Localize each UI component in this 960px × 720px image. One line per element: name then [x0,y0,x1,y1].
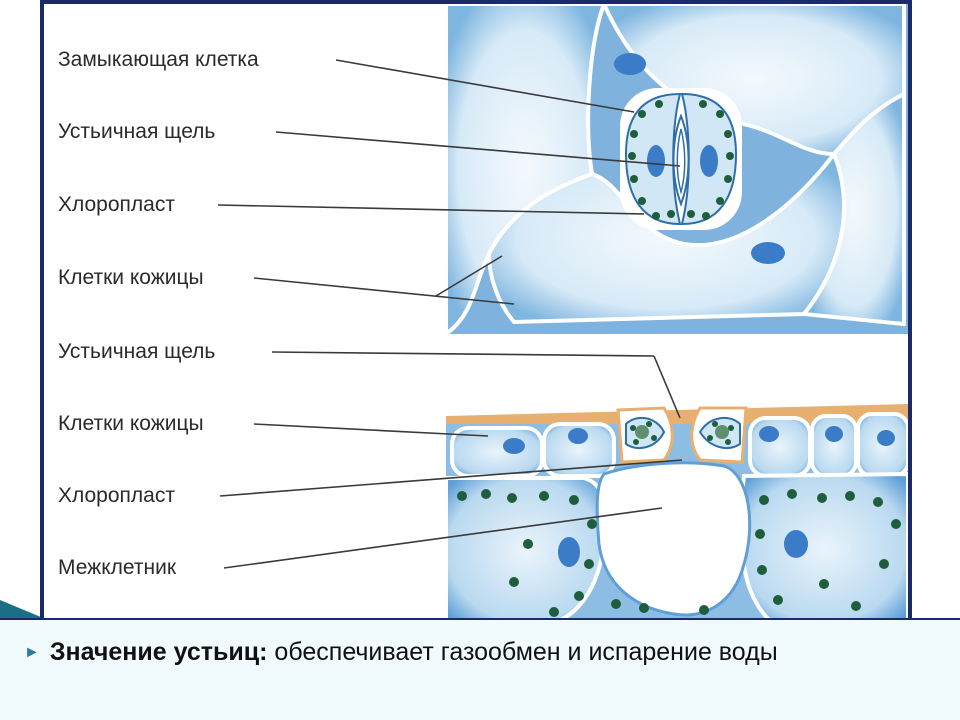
leader-line [253,277,515,305]
nucleus-shape [825,426,843,442]
nucleus-shape [503,438,525,454]
nucleus-shape [877,430,895,446]
label-stomatal-pore-section: Устьичная щель [58,340,216,363]
caption-box: ► Значение устьиц: обеспечивает газообмен… [0,618,960,720]
nucleus-shape [759,426,779,442]
bullet-icon: ► [24,644,40,661]
label-epidermal-cells-section: Клетки кожицы [58,412,204,435]
epidermal-cell-shape [800,90,906,327]
mesophyll-chloroplasts [457,489,901,617]
label-intercellular-space: Межклетник [58,556,177,579]
caption-text: ► Значение устьиц: обеспечивает газообмен… [24,638,778,667]
nucleus-shape [614,53,646,75]
label-epidermal-cells: Клетки кожицы [58,266,204,289]
label-chloroplast-section: Хлоропласт [58,484,175,507]
surface-view [444,4,908,338]
leader-line [219,459,683,497]
nucleus-shape [751,242,785,264]
leader-line [271,351,655,357]
epidermal-cell-shape [810,414,858,478]
label-guard-cell: Замыкающая клетка [58,48,259,71]
leader-line [217,204,645,215]
guard-cells [620,88,742,230]
label-chloroplast: Хлоропласт [58,193,175,216]
leader-line [653,355,681,419]
diagram-illustration [217,4,908,624]
stomatal-pore-shape [672,113,690,207]
leader-line [435,255,503,297]
nucleus-shape [568,428,588,444]
intercellular-space-shape [595,461,752,617]
mesophyll-cell-shape [444,476,608,624]
leader-line [275,131,681,167]
nucleus-shape [558,537,580,567]
stomata-diagram: Замыкающая клетка Устьичная щель Хлоропл… [40,0,912,628]
epidermal-cell-shape [748,416,812,478]
cross-section-view [444,404,908,624]
label-stomatal-pore: Устьичная щель [58,120,216,143]
leader-line [253,423,489,437]
leader-line [223,507,663,569]
leader-line [335,59,635,113]
caption-term: Значение устьиц: [49,638,268,666]
nucleus-shape [784,530,808,558]
caption-description: обеспечивает газообмен и испарение воды [267,638,778,666]
chloroplast-dots [628,100,734,220]
leader-lines [217,59,683,569]
